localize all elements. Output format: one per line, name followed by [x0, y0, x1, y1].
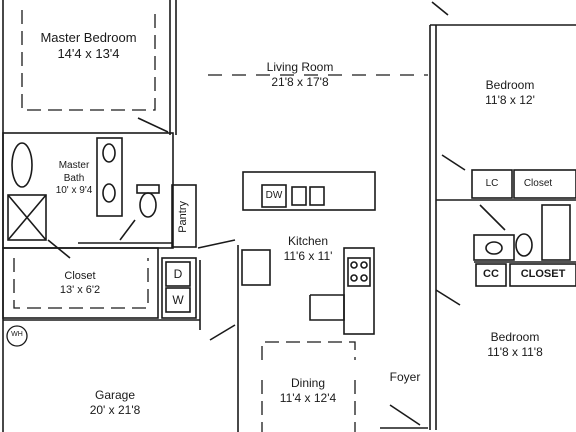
burner-2	[360, 261, 368, 269]
garage-label: Garage 20' x 21'8	[75, 388, 155, 418]
master-bath-size: 10' x 9'4	[55, 185, 93, 196]
closet-small-label: Closet	[514, 178, 562, 191]
bedroom-1-door	[441, 154, 466, 171]
master-bedroom-label: Master Bedroom 14'4 x 13'4	[22, 30, 155, 63]
closet-master-label: Closet 13' x 6'2	[40, 270, 120, 298]
foyer-door	[389, 404, 421, 426]
closet-master-name: Closet	[64, 270, 96, 282]
dryer-box	[165, 261, 191, 287]
sink-left	[291, 186, 307, 206]
kitchen-counter	[343, 247, 375, 335]
bathtub	[11, 142, 33, 188]
dw-text: DW	[265, 190, 283, 201]
shower-diag-2	[7, 194, 47, 241]
bedroom-1-name: Bedroom	[485, 78, 535, 92]
dining-label: Dining 11'4 x 12'4	[268, 376, 348, 406]
water-heater-text: WH	[11, 331, 23, 338]
bath-door	[119, 219, 136, 241]
bedroom-2-name: Bedroom	[490, 330, 540, 344]
shower	[7, 194, 47, 241]
dining-dashed	[261, 341, 356, 360]
sink-2	[102, 183, 116, 203]
lc-label: LC	[474, 178, 510, 191]
lc-box	[471, 169, 513, 199]
vanity	[96, 137, 123, 217]
bedroom-1-size: 11'8 x 12'	[485, 93, 535, 107]
master-bath-name-2: Bath	[63, 172, 85, 184]
vanity-right	[473, 234, 515, 261]
sink-right	[309, 186, 325, 206]
burner-1	[350, 261, 358, 269]
living-room-label: Living Room 21'8 x 17'8	[240, 60, 360, 90]
master-bedroom-size: 14'4 x 13'4	[57, 46, 120, 62]
burner-4	[360, 274, 368, 282]
dryer-label: D	[166, 267, 190, 282]
washer-box	[165, 287, 191, 313]
kitchen-name: Kitchen	[287, 234, 329, 248]
pantry-door	[197, 239, 236, 249]
toilet-bowl	[139, 192, 157, 218]
range	[347, 257, 371, 287]
bedroom-1-label: Bedroom 11'8 x 12'	[455, 78, 565, 108]
cc-text: CC	[483, 268, 499, 280]
toilet-right	[515, 233, 533, 257]
toilet-tank	[136, 184, 160, 194]
master-door	[137, 117, 169, 133]
closet-caps-box	[509, 263, 576, 287]
closet-caps-label: CLOSET	[510, 268, 576, 282]
closet-box	[513, 169, 576, 199]
bedroom-2-size: 11'8 x 11'8	[487, 345, 543, 359]
foyer-label: Foyer	[380, 370, 430, 385]
closet-walls	[2, 247, 159, 319]
kitchen-label: Kitchen 11'6 x 11'	[268, 234, 348, 264]
closet-caps-text: CLOSET	[520, 268, 566, 280]
master-bedroom-dashed	[21, 10, 156, 111]
cc-box	[475, 263, 507, 287]
kitchen-counter-corner	[309, 294, 345, 321]
living-room-size: 21'8 x 17'8	[271, 75, 329, 89]
kitchen-island	[242, 171, 376, 211]
closet-dashed	[13, 258, 149, 309]
dining-size: 11'4 x 12'4	[279, 391, 337, 405]
burner-3	[350, 274, 358, 282]
garage-door	[209, 324, 236, 341]
master-bath-label: Master Bath 10' x 9'4	[46, 160, 102, 198]
master-bath-name-1: Master	[58, 160, 90, 171]
living-room-name: Living Room	[266, 60, 334, 74]
sink-1	[102, 143, 116, 163]
dining-name: Dining	[290, 376, 326, 390]
cc-label: CC	[476, 268, 506, 282]
tub-right	[541, 204, 571, 261]
foyer-name: Foyer	[389, 370, 421, 384]
laundry-walls	[161, 257, 197, 319]
water-heater-circle	[6, 325, 28, 347]
bath-door-right	[479, 204, 506, 231]
washer-label: W	[166, 293, 190, 308]
shower-door	[47, 239, 71, 259]
lc-text: LC	[485, 178, 499, 189]
pantry-label: Pantry	[158, 201, 210, 233]
water-heater-label: WH	[7, 331, 27, 340]
top-door	[431, 1, 449, 16]
master-bedroom-name: Master Bedroom	[40, 30, 137, 45]
closet-small-text: Closet	[523, 178, 553, 189]
garage-size: 20' x 21'8	[89, 403, 141, 417]
kitchen-size: 11'6 x 11'	[283, 249, 333, 263]
garage-name: Garage	[94, 388, 136, 402]
dryer-text: D	[173, 267, 183, 281]
closet-master-size: 13' x 6'2	[59, 283, 101, 296]
bedroom-2-door	[435, 289, 461, 306]
washer-text: W	[172, 293, 184, 307]
fridge	[241, 249, 271, 286]
sink-right-bath	[485, 241, 503, 255]
dishwasher	[261, 184, 287, 208]
bedroom-2-label: Bedroom 11'8 x 11'8	[455, 330, 575, 360]
dw-label: DW	[262, 190, 286, 203]
pantry-walls	[171, 184, 197, 248]
pantry-text: Pantry	[177, 200, 190, 233]
